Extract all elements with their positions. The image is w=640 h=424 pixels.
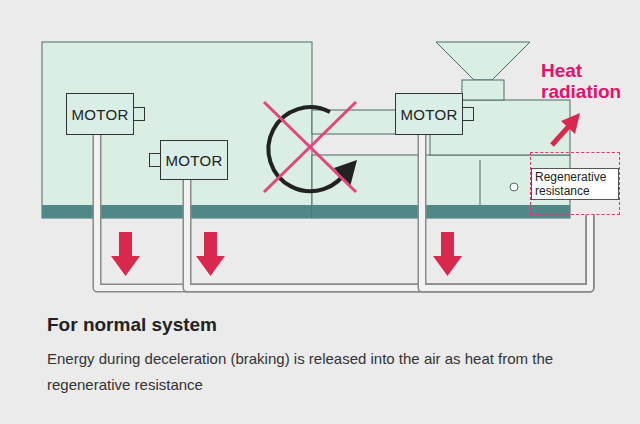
panel-line: [480, 160, 481, 205]
dial: [510, 183, 518, 191]
motor-label: MOTOR: [71, 106, 128, 123]
cross-mark: [264, 102, 356, 192]
pipe: [422, 135, 590, 288]
motor-shaft: [133, 107, 145, 121]
hopper-neck: [462, 80, 504, 100]
motor-label: MOTOR: [400, 106, 457, 123]
motor-shaft: [149, 153, 161, 167]
motor-label: MOTOR: [165, 152, 222, 169]
motor-box: MOTOR: [395, 93, 463, 135]
base-band: [42, 205, 312, 218]
heat-label: Heat radiation: [541, 60, 637, 102]
heat-arrow: [552, 125, 570, 145]
base-band: [312, 205, 570, 218]
pipe: [97, 135, 590, 288]
title: For normal system: [47, 314, 217, 336]
hopper: [436, 42, 530, 80]
resistor-label: Regenerative resistance: [531, 168, 619, 200]
cross-mark: [264, 102, 356, 192]
pipe-inner: [422, 135, 590, 288]
motor-box: MOTOR: [160, 140, 228, 180]
motor-box: MOTOR: [66, 93, 134, 135]
heat-arrowhead: [561, 113, 580, 134]
pipe-outline: [97, 135, 590, 288]
caption: Energy during deceleration (braking) is …: [47, 346, 592, 398]
regenerative-resistor: Regenerative resistance: [530, 152, 620, 215]
pipe-inner: [97, 135, 590, 288]
motor-shaft: [462, 107, 474, 121]
pipe-outline: [422, 135, 590, 288]
energy-arrows: [111, 232, 462, 276]
